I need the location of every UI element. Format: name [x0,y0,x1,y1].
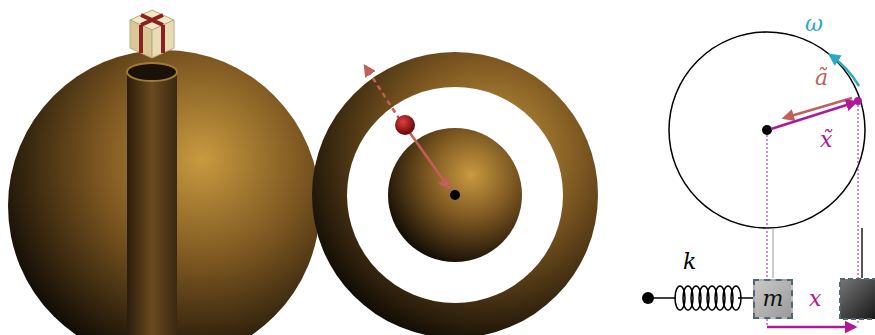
omega-label: ω [805,13,823,35]
displacement-arrow [767,326,855,329]
outer-shell [312,52,598,335]
inner-core [388,128,522,262]
guide-line [861,228,863,278]
tunnel-opening [127,63,177,81]
omega-arrow [830,55,859,86]
displaced-mass [840,279,875,319]
position-label: x̃ [820,129,832,151]
center-dot [762,125,772,135]
displacement-label: x [809,288,821,310]
displaced-mass-outline [840,279,875,319]
spring-lead [648,297,676,299]
guide-line [773,228,774,278]
spring-coils [675,286,741,310]
orbit-circle [669,32,865,228]
force-arrow [410,133,449,188]
position-vector [771,102,856,129]
shell-gap [347,87,563,303]
center-dot [450,190,460,200]
acceleration-label: ã [815,67,828,89]
outward-arrow [365,66,400,120]
gift-box [130,10,174,58]
mass-label: m [763,288,784,310]
mass-box: m [753,279,793,319]
point [854,97,862,105]
spring-lead [738,297,753,299]
test-mass [395,115,415,135]
tunnel [127,72,177,335]
spring-constant-label: k [683,251,696,273]
